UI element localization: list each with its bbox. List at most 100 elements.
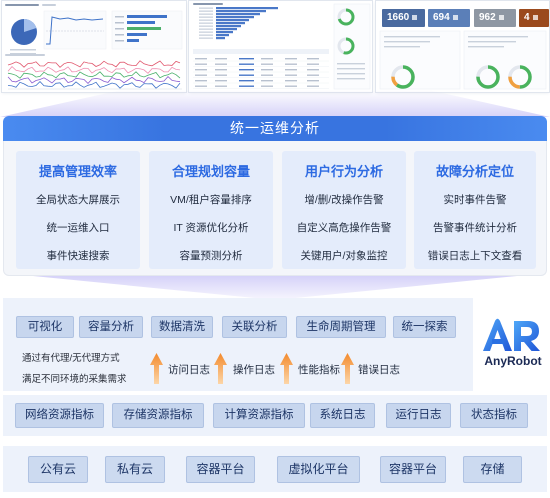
- bar: [216, 31, 233, 34]
- line-series: [7, 66, 181, 74]
- dashboard-preview-ranking: [189, 1, 372, 92]
- bar-label: [199, 16, 213, 18]
- table-cell: [215, 80, 227, 82]
- platform-chip-container-platform: 容器平台: [186, 456, 255, 483]
- platform-chip-virtualization: 虚拟化平台: [277, 456, 360, 483]
- bar: [216, 25, 241, 28]
- line-series: [7, 71, 181, 79]
- bar: [216, 19, 249, 22]
- table-cell: [195, 69, 207, 71]
- bar: [216, 10, 266, 13]
- capability-card-user-behavior: 用户行为分析 增/删/改操作告警 自定义高危操作告警 关键用户/对象监控: [282, 151, 406, 269]
- table-cell: [195, 80, 207, 82]
- flow-label-access-log: 访问日志: [168, 364, 210, 376]
- table-cell: [215, 69, 227, 71]
- stat-tile: 1660: [382, 9, 425, 27]
- table-cell: [215, 58, 227, 60]
- table-cell: [261, 85, 273, 87]
- platform-chip-private-cloud: 私有云: [105, 456, 165, 483]
- table-cell: [239, 85, 254, 87]
- capability-item: 实时事件告警: [443, 194, 507, 206]
- text-line: [468, 36, 528, 38]
- bar: [127, 15, 167, 18]
- table-cell: [239, 80, 254, 82]
- bar: [216, 34, 229, 37]
- header-line: [5, 54, 45, 56]
- pie-slice: [24, 18, 37, 32]
- table-header: [193, 49, 329, 54]
- bar-label: [115, 22, 124, 24]
- legend-line: [10, 49, 36, 51]
- table-cell: [285, 58, 297, 60]
- text-line: [337, 73, 365, 75]
- table-cell: [307, 69, 319, 71]
- text-line: [384, 36, 440, 38]
- stat-tile: 4: [519, 9, 549, 27]
- status-dashboard-graphic: [379, 30, 547, 90]
- source-chip-compute-metrics: 计算资源指标: [213, 403, 305, 428]
- flow-label-operation-log: 操作日志: [233, 364, 275, 376]
- chart-panel: [43, 10, 107, 50]
- arrow-up-icon: [214, 353, 227, 384]
- platform-chip-storage: 存储: [463, 456, 522, 483]
- table-cell: [195, 74, 207, 76]
- stat-tile: 962: [474, 9, 516, 27]
- source-chip-system-log: 系统日志: [310, 403, 375, 428]
- gauge-arc: [391, 65, 415, 89]
- table-cell: [239, 69, 254, 71]
- line-series: [7, 76, 181, 84]
- table-cell: [261, 74, 273, 76]
- stat-tile-value: 4: [524, 12, 530, 23]
- table-cell: [307, 80, 319, 82]
- arrow-up-icon: [150, 353, 163, 384]
- bar: [127, 33, 147, 36]
- text-line: [468, 41, 516, 43]
- card-panel: [463, 30, 547, 90]
- bar-label: [199, 7, 213, 9]
- table-cell: [215, 63, 227, 65]
- source-chip-status-metrics: 状态指标: [460, 403, 528, 428]
- capability-card-fault-analysis: 故障分析定位 实时事件告警 告警事件统计分析 错误日志上下文查看: [414, 151, 536, 269]
- bar: [216, 37, 225, 40]
- bar: [127, 21, 155, 24]
- analysis-panel: [3, 298, 473, 391]
- header-line: [42, 4, 56, 6]
- capability-item: 全局状态大屏展示: [36, 194, 120, 206]
- bar: [127, 39, 139, 42]
- bar-label: [115, 34, 124, 36]
- text-line: [337, 63, 365, 65]
- table-cell: [307, 74, 319, 76]
- table-cell: [261, 69, 273, 71]
- banner-title: 统一运维分析: [3, 116, 547, 141]
- brand-name: AnyRobot: [484, 354, 542, 368]
- capability-item: 错误日志上下文查看: [427, 250, 523, 262]
- platform-chip-container-platform: 容器平台: [380, 456, 446, 483]
- table-cell: [261, 80, 273, 82]
- anyrobot-logo-mark: [483, 318, 540, 351]
- dashboard-preview-status: 1660 694 962 4: [376, 1, 549, 92]
- function-chip-visualization: 可视化: [16, 316, 74, 338]
- bar-label: [199, 34, 213, 36]
- square-icon: [452, 14, 458, 20]
- table-cell: [307, 85, 319, 87]
- bar: [127, 27, 161, 30]
- collection-note-line: 满足不同环境的采集需求: [22, 374, 127, 385]
- bar-label: [199, 10, 213, 12]
- overview-dashboard-graphic: [5, 4, 183, 90]
- capability-item: 关键用户/对象监控: [300, 250, 388, 262]
- stat-tile: 694: [428, 9, 470, 27]
- function-chip-unified-explore: 统一探索: [393, 316, 456, 338]
- source-chip-network-metrics: 网络资源指标: [15, 403, 104, 428]
- source-chip-storage-metrics: 存储资源指标: [112, 403, 204, 428]
- gauge-arc: [391, 65, 415, 89]
- legend-line: [10, 53, 36, 55]
- bar-label: [115, 28, 124, 30]
- table-cell: [215, 85, 227, 87]
- bar: [216, 13, 260, 16]
- arrow-shape: [214, 353, 227, 384]
- header-line: [5, 4, 39, 6]
- capability-item: 增/删/改操作告警: [304, 194, 384, 206]
- logo-letter-r: [514, 321, 540, 351]
- logo-crossbar: [492, 339, 504, 344]
- capability-item: 告警事件统计分析: [433, 222, 517, 234]
